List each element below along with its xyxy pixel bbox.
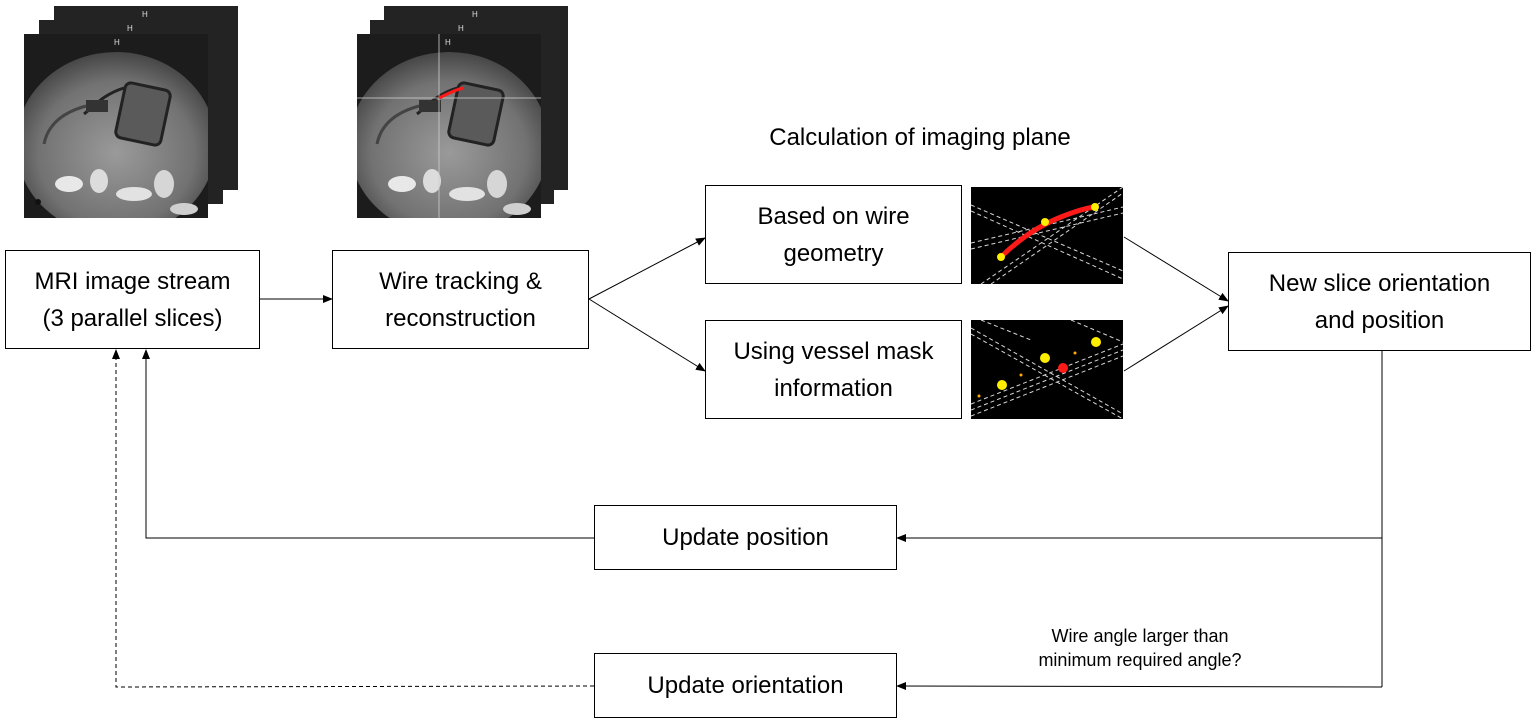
mri-marker: H bbox=[445, 38, 451, 47]
update-position-label: Update position bbox=[662, 524, 829, 551]
mri-marker: H bbox=[458, 24, 464, 33]
update-orientation-box: Update orientation bbox=[594, 653, 897, 718]
mri-slice-front: H bbox=[357, 34, 541, 218]
vessel-mask-box: Using vessel mask information bbox=[705, 320, 962, 419]
mri-marker: H bbox=[472, 10, 478, 19]
vessel-mask-thumbnail bbox=[971, 320, 1123, 419]
mri-slice-front: H bbox=[24, 34, 208, 218]
wire-geometry-box: Based on wire geometry bbox=[705, 185, 962, 284]
mri-marker: H bbox=[142, 10, 148, 19]
wire-geometry-plane-image bbox=[971, 187, 1123, 284]
vessel-mask-plane-image bbox=[971, 320, 1123, 419]
wire-geometry-label: Based on wire geometry bbox=[757, 202, 910, 267]
vessel-mask-label: Using vessel mask information bbox=[733, 337, 934, 402]
arrow-vessel-to-newslice bbox=[1123, 305, 1229, 372]
mri-slice-image: H bbox=[357, 34, 541, 218]
arrow-geometry-to-newslice bbox=[1123, 236, 1229, 302]
arrow-position-feedback bbox=[142, 349, 594, 539]
wire-tracking-label: Wire tracking & reconstruction bbox=[379, 267, 542, 332]
mri-image-stream-label: MRI image stream (3 parallel slices) bbox=[34, 267, 231, 332]
update-orientation-label: Update orientation bbox=[647, 672, 844, 699]
wire-geometry-thumbnail bbox=[971, 187, 1123, 284]
imaging-plane-heading: Calculation of imaging plane bbox=[769, 124, 1071, 151]
update-position-box: Update position bbox=[594, 505, 897, 570]
mri-marker: H bbox=[127, 24, 133, 33]
mri-slice-image: H bbox=[24, 34, 208, 218]
arrow-to-update-orientation bbox=[896, 682, 1383, 691]
new-slice-box: New slice orientation and position bbox=[1228, 252, 1531, 351]
arrow-tracking-to-vessel bbox=[588, 298, 706, 372]
wire-tracking-box: Wire tracking & reconstruction bbox=[332, 250, 589, 349]
angle-condition-label: Wire angle larger than minimum required … bbox=[1038, 626, 1242, 670]
arrow-tracking-to-geometry bbox=[588, 237, 706, 300]
arrow-orientation-feedback bbox=[112, 349, 595, 688]
new-slice-label: New slice orientation and position bbox=[1268, 269, 1491, 334]
mri-image-stream-box: MRI image stream (3 parallel slices) bbox=[5, 250, 260, 349]
mri-marker: H bbox=[114, 38, 120, 47]
